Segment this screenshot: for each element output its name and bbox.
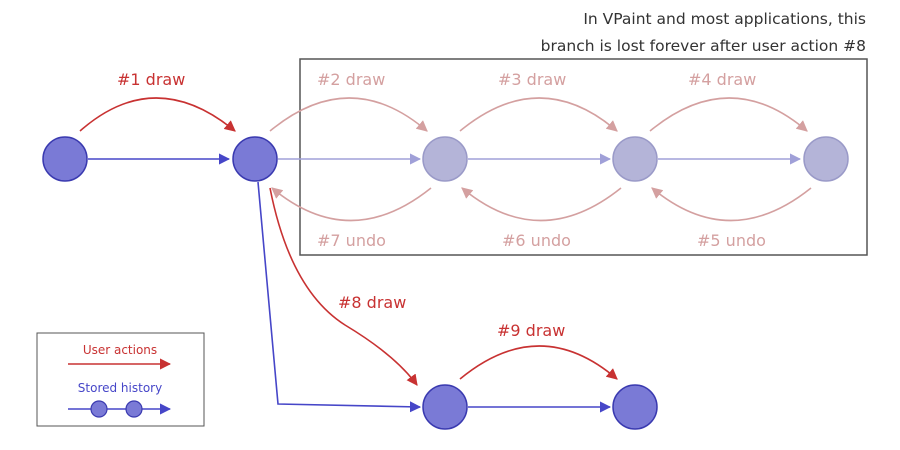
action-arc-5 <box>651 187 812 222</box>
history-node-lost <box>803 136 849 182</box>
history-node-lost <box>612 136 658 182</box>
legend-box <box>36 332 205 427</box>
action-arc-4 <box>649 97 808 132</box>
action-label-1: #1 draw <box>117 70 185 89</box>
action-arc-9 <box>459 345 618 380</box>
action-label-2: #2 draw <box>317 70 385 89</box>
history-node <box>42 136 88 182</box>
caption-line-2: branch is lost forever after user action… <box>541 37 866 55</box>
action-label-7: #7 undo <box>317 231 386 250</box>
legend-user-actions-label: User actions <box>83 343 157 357</box>
history-node-lost <box>422 136 468 182</box>
caption-line-1: In VPaint and most applications, this <box>583 10 866 28</box>
lost-branch-box <box>299 58 868 256</box>
action-label-9: #9 draw <box>497 321 565 340</box>
action-label-3: #3 draw <box>498 70 566 89</box>
action-arc-7 <box>271 187 432 222</box>
action-arc-1 <box>79 97 236 132</box>
history-node <box>612 384 658 430</box>
action-arc-2 <box>269 97 428 132</box>
history-edge-branch <box>257 181 422 413</box>
action-label-4: #4 draw <box>688 70 756 89</box>
legend: User actions Stored history <box>36 332 205 427</box>
action-label-8: #8 draw <box>338 293 406 312</box>
action-arc-8 <box>269 187 418 386</box>
legend-node <box>90 400 108 418</box>
legend-node <box>125 400 143 418</box>
history-node <box>232 136 278 182</box>
action-label-6: #6 undo <box>502 231 571 250</box>
history-node <box>422 384 468 430</box>
action-arc-3 <box>459 97 618 132</box>
action-label-5: #5 undo <box>697 231 766 250</box>
action-arc-6 <box>461 187 622 222</box>
legend-stored-history-label: Stored history <box>78 381 162 395</box>
